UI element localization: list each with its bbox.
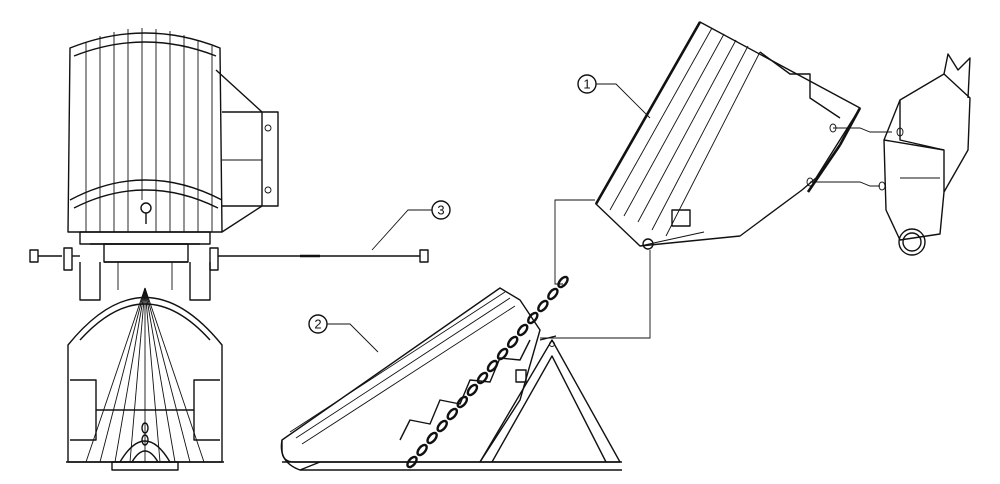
chain-link — [476, 371, 489, 385]
front-view-frame — [79, 261, 211, 301]
chain-link — [547, 287, 559, 301]
front-view-assembly — [29, 28, 300, 471]
callout-2-label: 2 — [314, 317, 321, 332]
chain-link — [406, 455, 418, 469]
callout-1: 1 — [577, 74, 651, 119]
front-view-hood — [67, 28, 279, 263]
chain-link — [516, 323, 529, 337]
chain-link — [466, 383, 479, 397]
callout-3-label: 3 — [437, 203, 444, 218]
hinge-pin-right — [209, 247, 300, 271]
chain-link — [537, 299, 549, 313]
chain-link — [426, 431, 438, 445]
chain-link — [527, 311, 539, 325]
chain-link — [416, 443, 428, 457]
chain-link — [436, 419, 448, 433]
side-view-hood — [594, 21, 862, 250]
callout-3: 3 — [371, 200, 451, 251]
chain-link — [496, 347, 509, 361]
chain-link — [557, 275, 569, 289]
front-view-chute — [66, 287, 224, 471]
callout-2: 2 — [308, 314, 379, 353]
chain — [406, 275, 569, 469]
connection-lines — [540, 199, 651, 339]
blower-housing — [810, 53, 971, 256]
chain-link — [486, 359, 499, 373]
rod-part-3 — [300, 249, 429, 263]
chain-link — [506, 335, 519, 349]
chain-link — [446, 407, 459, 421]
callout-1-label: 1 — [583, 77, 590, 92]
side-view-chute — [280, 287, 622, 471]
chain-link — [456, 395, 469, 409]
hinge-pin-left — [29, 247, 80, 271]
